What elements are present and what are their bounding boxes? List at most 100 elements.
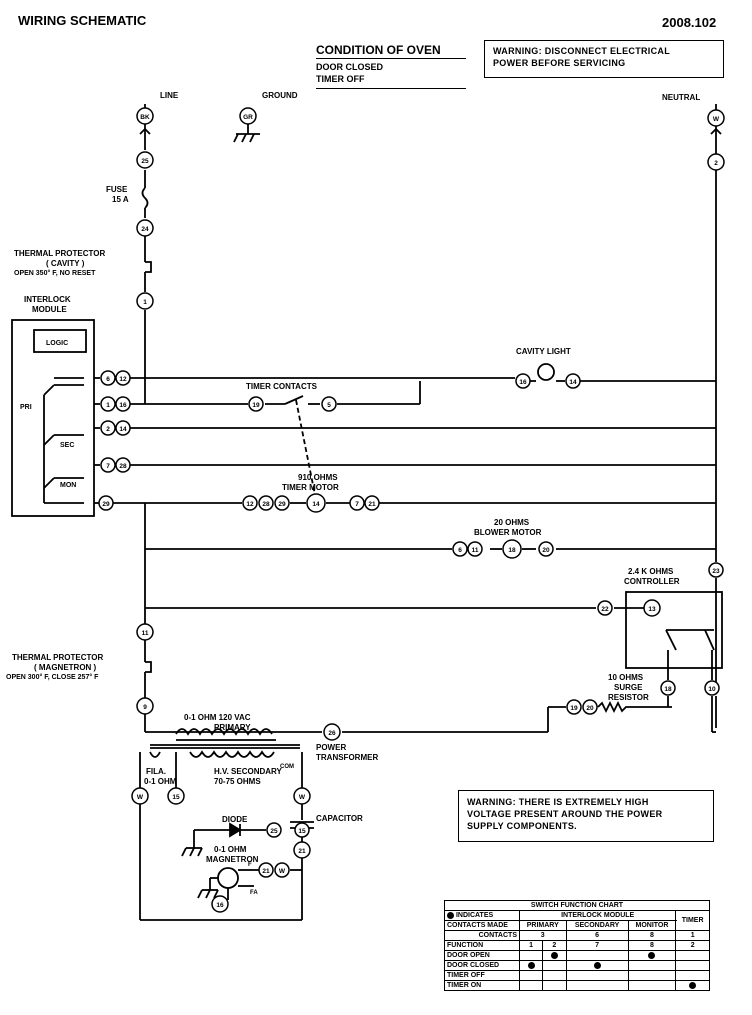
terminal-6b: 6	[458, 547, 462, 554]
chart-row: DOOR OPEN	[444, 950, 710, 961]
interlock-label: INTERLOCK	[24, 295, 71, 304]
hv-secondary-rating: 70-75 OHMS	[214, 777, 261, 786]
terminal-20b: 20	[586, 705, 594, 712]
terminal-hv-w: W	[299, 794, 306, 801]
terminal-29: 29	[102, 501, 110, 508]
chart-function-label: FUNCTION	[444, 940, 520, 951]
terminal-24: 24	[141, 226, 149, 233]
terminal-timer-motor: 14	[312, 501, 320, 508]
switch-function-chart: SWITCH FUNCTION CHART INDICATES INTERLOC…	[444, 900, 710, 991]
chart-function-pri-b: 2	[542, 940, 567, 951]
chart-contact-mon: 8	[627, 930, 677, 941]
terminal-1b: 1	[106, 402, 110, 409]
terminal-7b: 7	[355, 501, 359, 508]
magnetron-label: MAGNETRON	[206, 855, 259, 864]
timer-contacts-label: TIMER CONTACTS	[246, 382, 317, 391]
timer-motor-label: TIMER MOTOR	[282, 483, 339, 492]
terminal-25b: 25	[270, 828, 278, 835]
chart-contact-timer: 1	[675, 930, 710, 941]
interlock-label-2: MODULE	[32, 305, 67, 314]
chart-row-label: DOOR CLOSED	[444, 960, 520, 971]
terminal-28: 28	[119, 463, 127, 470]
terminal-15: 15	[172, 794, 180, 801]
ground-label: GROUND	[262, 91, 298, 100]
warning-bottom-line2: VOLTAGE PRESENT AROUND THE POWER	[467, 809, 663, 820]
chart-row: TIMER ON	[444, 980, 710, 991]
chart-contacts-made: CONTACTS MADE	[444, 920, 520, 931]
contact-made-icon	[689, 981, 697, 989]
chart-interlock-header: INTERLOCK MODULE	[518, 910, 677, 921]
surge-rating: 10 OHMS	[608, 673, 644, 682]
magnetron-rating: 0-1 OHM	[214, 845, 247, 854]
fuse-rating: 15 A	[112, 195, 129, 204]
terminal-circles	[98, 107, 725, 913]
warning-top-box: WARNING: DISCONNECT ELECTRICAL POWER BEF…	[484, 40, 724, 78]
chart-row: DOOR CLOSED	[444, 960, 710, 971]
terminal-19: 19	[252, 402, 260, 409]
terminal-12: 12	[119, 376, 127, 383]
tp-magnetron-rating: OPEN 300° F, CLOSE 257° F	[6, 674, 99, 681]
chart-function-mon: 8	[627, 940, 677, 951]
chart-row-label: TIMER OFF	[444, 970, 520, 981]
terminal-6: 6	[106, 376, 110, 383]
terminal-5: 5	[327, 402, 331, 409]
thermal-protector-cavity-symbol	[145, 261, 152, 273]
fa-label: FA	[250, 890, 258, 896]
terminal-blower-motor: 18	[508, 547, 516, 554]
primary-label: PRIMARY	[214, 723, 251, 732]
contact-made-icon	[550, 951, 558, 959]
chart-row: TIMER OFF	[444, 970, 710, 981]
transformer-label: TRANSFORMER	[316, 753, 379, 762]
warning-top-line2: POWER BEFORE SERVICING	[493, 58, 626, 69]
condition-line2: TIMER OFF	[316, 75, 466, 89]
terminal-23: 23	[712, 568, 720, 575]
blower-motor-label: BLOWER MOTOR	[474, 528, 542, 537]
tp-magnetron-sub: ( MAGNETRON )	[34, 663, 97, 672]
pri-label: PRI	[20, 404, 32, 411]
controller-label: CONTROLLER	[624, 577, 680, 586]
terminal-12b: 12	[246, 501, 254, 508]
terminal-15b: 15	[298, 828, 306, 835]
condition-line1: DOOR CLOSED	[316, 62, 384, 72]
terminal-21: 21	[368, 501, 376, 508]
terminal-9: 9	[143, 704, 147, 711]
f-label: F	[248, 862, 252, 868]
terminal-neutral-label: W	[713, 116, 720, 123]
terminal-14: 14	[119, 426, 127, 433]
terminal-11: 11	[472, 547, 479, 554]
terminal-25: 25	[141, 158, 149, 165]
neutral-label: NEUTRAL	[662, 93, 701, 102]
terminal-21b: 21	[298, 848, 306, 855]
contact-made-icon	[593, 961, 601, 969]
terminal-fila-w: W	[137, 794, 144, 801]
terminal-11b: 11	[142, 630, 149, 637]
tp-cavity-rating: OPEN 350° F, NO RESET	[14, 270, 96, 277]
terminal-7: 7	[106, 463, 110, 470]
chart-contacts-label: CONTACTS	[444, 930, 520, 941]
terminal-22: 22	[601, 606, 609, 613]
chart-timer-header: TIMER	[675, 910, 710, 931]
chart-row-label: TIMER ON	[444, 980, 520, 991]
model-number: 2008.102	[662, 15, 717, 30]
fila-rating: 0-1 OHM	[144, 777, 177, 786]
surge-label: SURGE	[614, 683, 643, 692]
fila-label: FILA.	[146, 767, 166, 776]
chart-function-timer: 2	[675, 940, 710, 951]
blower-motor-rating: 20 OHMS	[494, 518, 530, 527]
terminal-28b: 28	[262, 501, 270, 508]
chart-row-label: DOOR OPEN	[444, 950, 520, 961]
tp-magnetron-label: THERMAL PROTECTOR	[12, 653, 104, 662]
chart-monitor-header: MONITOR	[627, 920, 677, 931]
warning-top-line1: WARNING: DISCONNECT ELECTRICAL	[493, 46, 670, 56]
contacts-made-icon	[447, 911, 454, 919]
warning-bottom-box: WARNING: THERE IS EXTREMELY HIGH VOLTAGE…	[458, 790, 714, 842]
terminal-29b: 29	[278, 501, 286, 508]
terminal-19b: 19	[570, 705, 578, 712]
terminal-1: 1	[143, 299, 147, 306]
tp-cavity-sub: ( CAVITY )	[46, 259, 85, 268]
fuse-symbol	[141, 187, 149, 209]
chart-contact-pri: 3	[519, 930, 567, 941]
terminal-2b: 2	[106, 426, 110, 433]
capacitor-label: CAPACITOR	[316, 814, 363, 823]
